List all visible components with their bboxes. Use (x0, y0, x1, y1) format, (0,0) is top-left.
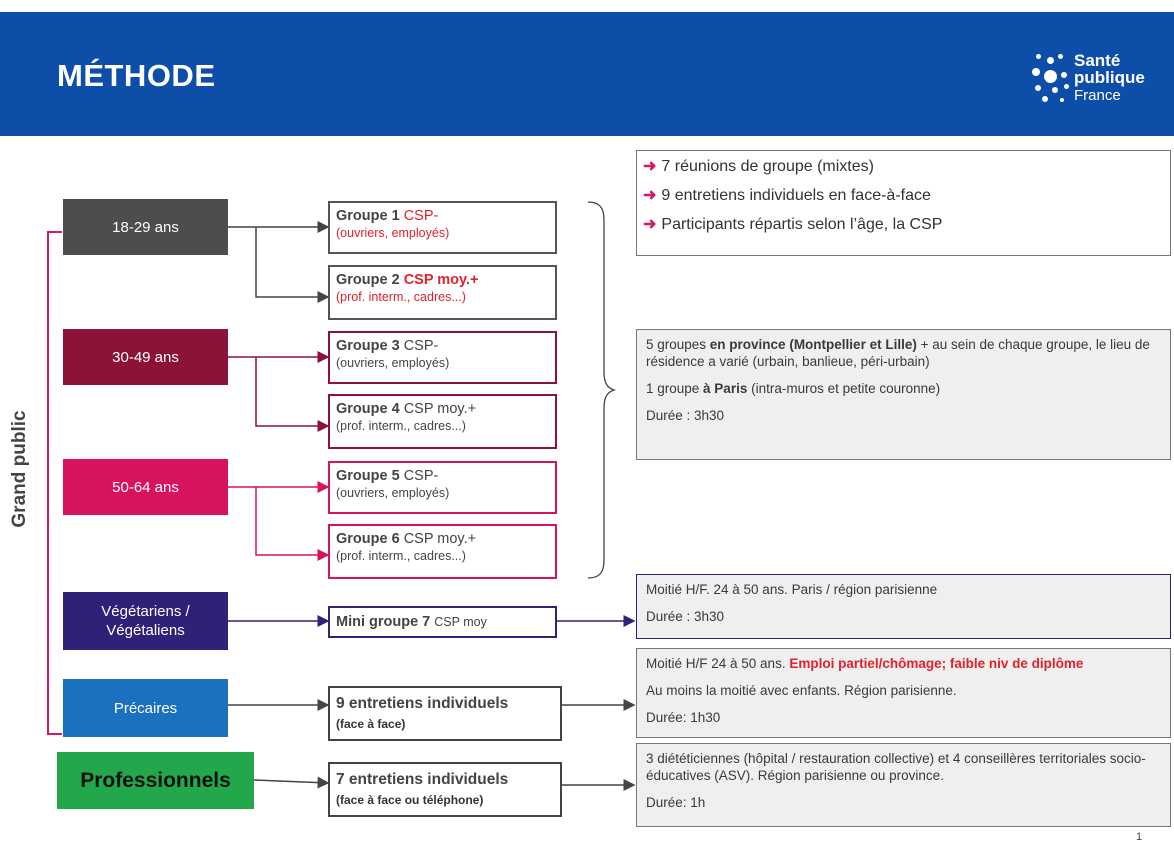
category-30-49: 30-49 ans (63, 329, 228, 385)
info-box-professionnels: 3 diététiciennes (hôpital / restauration… (636, 743, 1171, 827)
arrow-right-icon: ➜ (643, 158, 657, 175)
group-3-box: Groupe 3 CSP- (ouvriers, employés) (328, 331, 557, 384)
group-4-box: Groupe 4 CSP moy.+ (prof. interm., cadre… (328, 394, 557, 449)
group-1-box: Groupe 1 CSP- (ouvriers, employés) (328, 201, 557, 254)
info-box-precaires: Moitié H/F 24 à 50 ans. Emploi partiel/c… (636, 648, 1171, 738)
group-precaires-box: 9 entretiens individuels (face à face) (328, 686, 562, 741)
info-box-vegetariens: Moitié H/F. 24 à 50 ans. Paris / région … (636, 574, 1171, 639)
summary-bullets-box: ➜7 réunions de groupe (mixtes) ➜9 entret… (636, 150, 1171, 256)
bullet-item: ➜Participants répartis selon l’âge, la C… (643, 216, 943, 233)
group-2-box: Groupe 2 CSP moy.+ (prof. interm., cadre… (328, 265, 557, 320)
bullet-item: ➜7 réunions de groupe (mixtes) (643, 158, 874, 175)
logo-text-publique: publique (1074, 68, 1145, 87)
grand-public-bracket (47, 231, 62, 735)
arrow-right-icon: ➜ (643, 216, 657, 233)
group-7-box: Mini groupe 7 CSP moy (328, 606, 557, 638)
category-precaires: Précaires (63, 679, 228, 737)
logo-text-france: France (1074, 87, 1121, 104)
page-title: MÉTHODE (57, 58, 216, 93)
sante-publique-france-logo: Santé publique France (1030, 52, 1145, 130)
category-professionnels: Professionnels (57, 752, 254, 809)
page-number: 1 (1136, 831, 1143, 843)
group-professionnels-box: 7 entretiens individuels (face à face ou… (328, 762, 562, 817)
arrow-right-icon: ➜ (643, 187, 657, 204)
bullet-item: ➜9 entretiens individuels en face-à-face (643, 187, 931, 204)
category-vegetariens: Végétariens / Végétaliens (63, 592, 228, 650)
group-brace (587, 201, 617, 579)
info-box-groups: 5 groupes en province (Montpellier et Li… (636, 329, 1171, 460)
category-18-29: 18-29 ans (63, 199, 228, 255)
category-50-64: 50-64 ans (63, 459, 228, 515)
group-6-box: Groupe 6 CSP moy.+ (prof. interm., cadre… (328, 524, 557, 579)
logo-text-sante: Santé (1074, 51, 1121, 70)
header-banner: MÉTHODE Santé publique France (0, 12, 1174, 136)
group-5-box: Groupe 5 CSP- (ouvriers, employés) (328, 461, 557, 514)
